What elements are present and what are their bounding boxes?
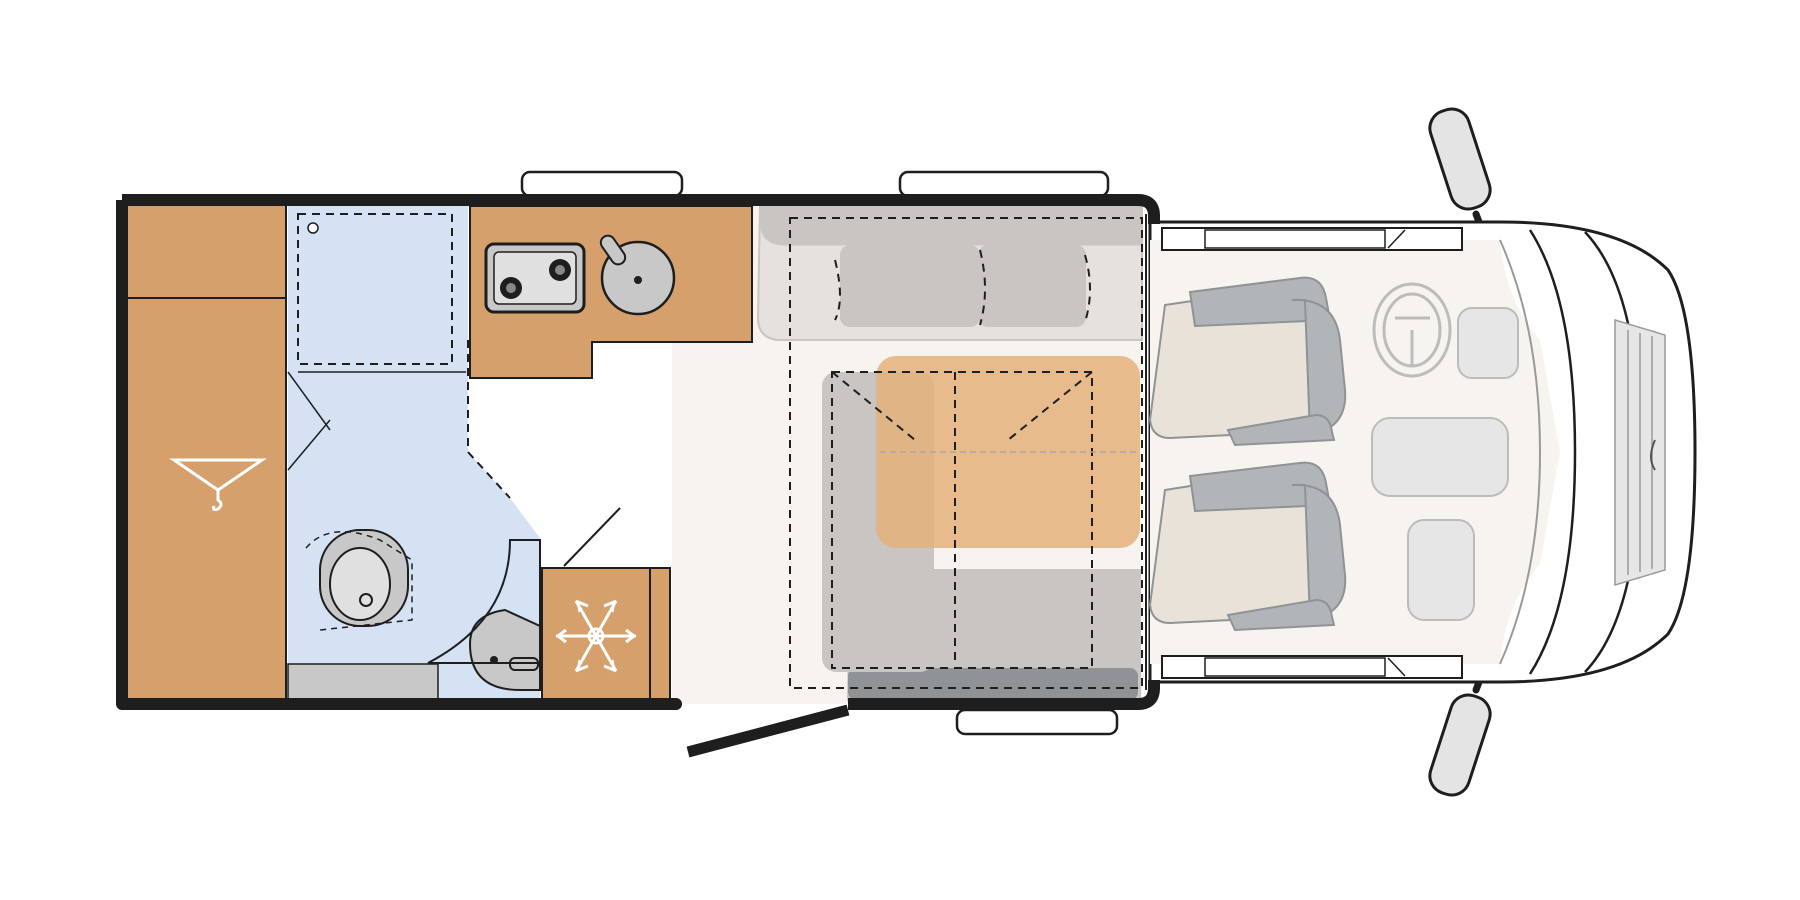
sink-icon — [599, 234, 676, 316]
hanger-icon — [169, 458, 267, 512]
passenger-seat — [1148, 461, 1347, 632]
snowflake-icon — [555, 599, 637, 673]
entry-door — [686, 704, 850, 758]
hob-icon — [484, 242, 586, 314]
side-window-top-rear — [520, 170, 684, 198]
steering-wheel-icon — [1372, 282, 1452, 378]
side-mirror-bottom — [1428, 662, 1492, 797]
side-mirror-top — [1428, 107, 1492, 242]
dinette-bench-top — [756, 205, 1143, 341]
side-window-bottom — [955, 708, 1119, 736]
wardrobe — [126, 206, 286, 704]
side-window-top-front — [898, 170, 1110, 198]
dining-table — [876, 356, 1140, 548]
bed-conversion-outline — [789, 217, 1143, 689]
shower-tray — [297, 213, 453, 365]
driver-seat — [1148, 276, 1347, 447]
toilet-icon — [287, 529, 439, 705]
